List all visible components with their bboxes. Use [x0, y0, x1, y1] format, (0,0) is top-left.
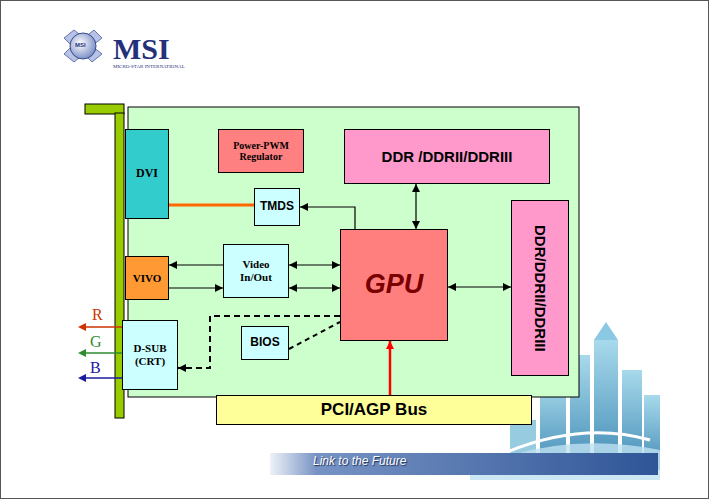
connector — [169, 205, 254, 206]
signal-name: G — [90, 333, 102, 351]
connector — [448, 283, 511, 291]
node-label: GPU — [363, 269, 426, 300]
node-label: BIOS — [248, 336, 281, 350]
connector — [169, 284, 223, 292]
connector — [412, 184, 420, 229]
arrowhead — [332, 284, 340, 292]
connector — [289, 284, 340, 292]
banner-bar — [270, 453, 658, 475]
arrowhead — [332, 261, 340, 269]
board — [128, 107, 579, 397]
arrowhead — [289, 261, 297, 269]
node-label: DVI — [134, 167, 160, 181]
dsub-port: D-SUB (CRT) — [122, 320, 178, 390]
memory-block: DDR/DDRII/DDRIII — [511, 200, 569, 376]
arrowhead — [386, 341, 394, 349]
connector — [289, 322, 340, 349]
signal-name: R — [92, 306, 103, 324]
node-label: DDR/DDRII/DDRIII — [529, 225, 550, 352]
arrowhead — [503, 283, 511, 291]
video-io-chip: Video In/Out — [223, 244, 289, 298]
node-label: TMDS — [258, 200, 296, 214]
connector-line — [300, 207, 355, 229]
arrowhead — [215, 284, 223, 292]
connector — [386, 341, 394, 395]
connector — [300, 203, 355, 229]
connector-line — [169, 204, 254, 207]
vivo-port: VIVO — [125, 256, 169, 300]
arrowhead — [289, 284, 297, 292]
power-regulator: Power-PWM Regulator — [218, 129, 304, 173]
rgb-arrows — [78, 323, 125, 382]
memory-block: DDR /DDRII/DDRIII — [344, 129, 550, 184]
tmds-chip: TMDS — [254, 188, 300, 226]
gpu-chip: GPU — [340, 229, 448, 341]
connector-line — [289, 322, 340, 349]
logo-subtitle: MICRO-STAR INTERNATIONAL — [113, 64, 185, 70]
bios-chip: BIOS — [241, 326, 289, 360]
arrowhead — [169, 261, 177, 269]
node-label: VIVO — [131, 272, 164, 285]
node-label: Video In/Out — [224, 258, 288, 283]
node-label: PCI/AGP Bus — [319, 400, 429, 420]
logo-globe-text: MSI — [75, 42, 86, 49]
connector — [178, 316, 340, 372]
dvi-port: DVI — [125, 129, 169, 219]
connector-line — [178, 316, 340, 368]
connector-line — [169, 287, 223, 288]
arrowhead — [412, 221, 420, 229]
node-label: D-SUB (CRT) — [123, 342, 177, 367]
connector — [289, 261, 340, 269]
bus-bar: PCI/AGP Bus — [216, 395, 532, 425]
connector-line — [448, 286, 511, 287]
msi-globe — [64, 30, 102, 62]
arrowhead — [300, 203, 308, 211]
connector-line — [169, 264, 223, 265]
arrowhead — [448, 283, 456, 291]
arrowhead — [412, 184, 420, 192]
signal-name: B — [90, 359, 101, 377]
node-label: Power-PWM Regulator — [219, 140, 303, 163]
node-label: DDR /DDRII/DDRIII — [380, 148, 515, 165]
connector-line — [389, 341, 392, 395]
arrowhead — [178, 364, 186, 372]
banner-text: Link to the Future — [313, 455, 406, 469]
logo-text: MSI — [113, 32, 170, 67]
connector — [169, 261, 223, 269]
